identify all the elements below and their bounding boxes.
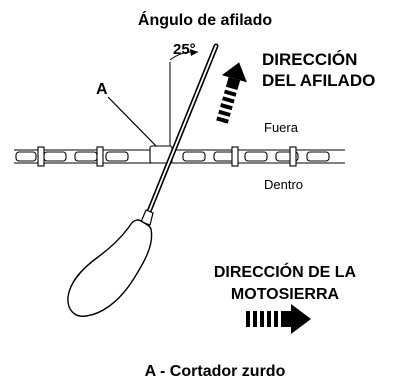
inside-label: Dentro <box>264 177 303 192</box>
round-file <box>140 43 219 226</box>
diagram-title: Ángulo de afilado <box>138 10 272 29</box>
chain-direction-line1: DIRECCIÓN DE LA <box>214 262 357 281</box>
sharpening-direction-line2: DEL AFILADO <box>262 71 375 90</box>
chain-direction-line2: MOTOSIERRA <box>231 286 340 303</box>
angle-arc-arrowhead <box>190 49 198 56</box>
outside-label: Fuera <box>264 120 299 135</box>
angle-indicator: 25° <box>169 41 199 155</box>
file-handle <box>67 219 153 317</box>
chain-direction-arrow <box>246 304 311 334</box>
label-a-leader <box>107 96 161 151</box>
saw-chain <box>14 145 345 167</box>
sharpening-direction-line1: DIRECCIÓN <box>262 50 357 69</box>
label-a: A <box>96 81 108 98</box>
angle-label: 25° <box>173 41 196 58</box>
caption: A - Cortador zurdo <box>145 363 286 380</box>
sharpening-direction-arrow <box>216 62 247 124</box>
